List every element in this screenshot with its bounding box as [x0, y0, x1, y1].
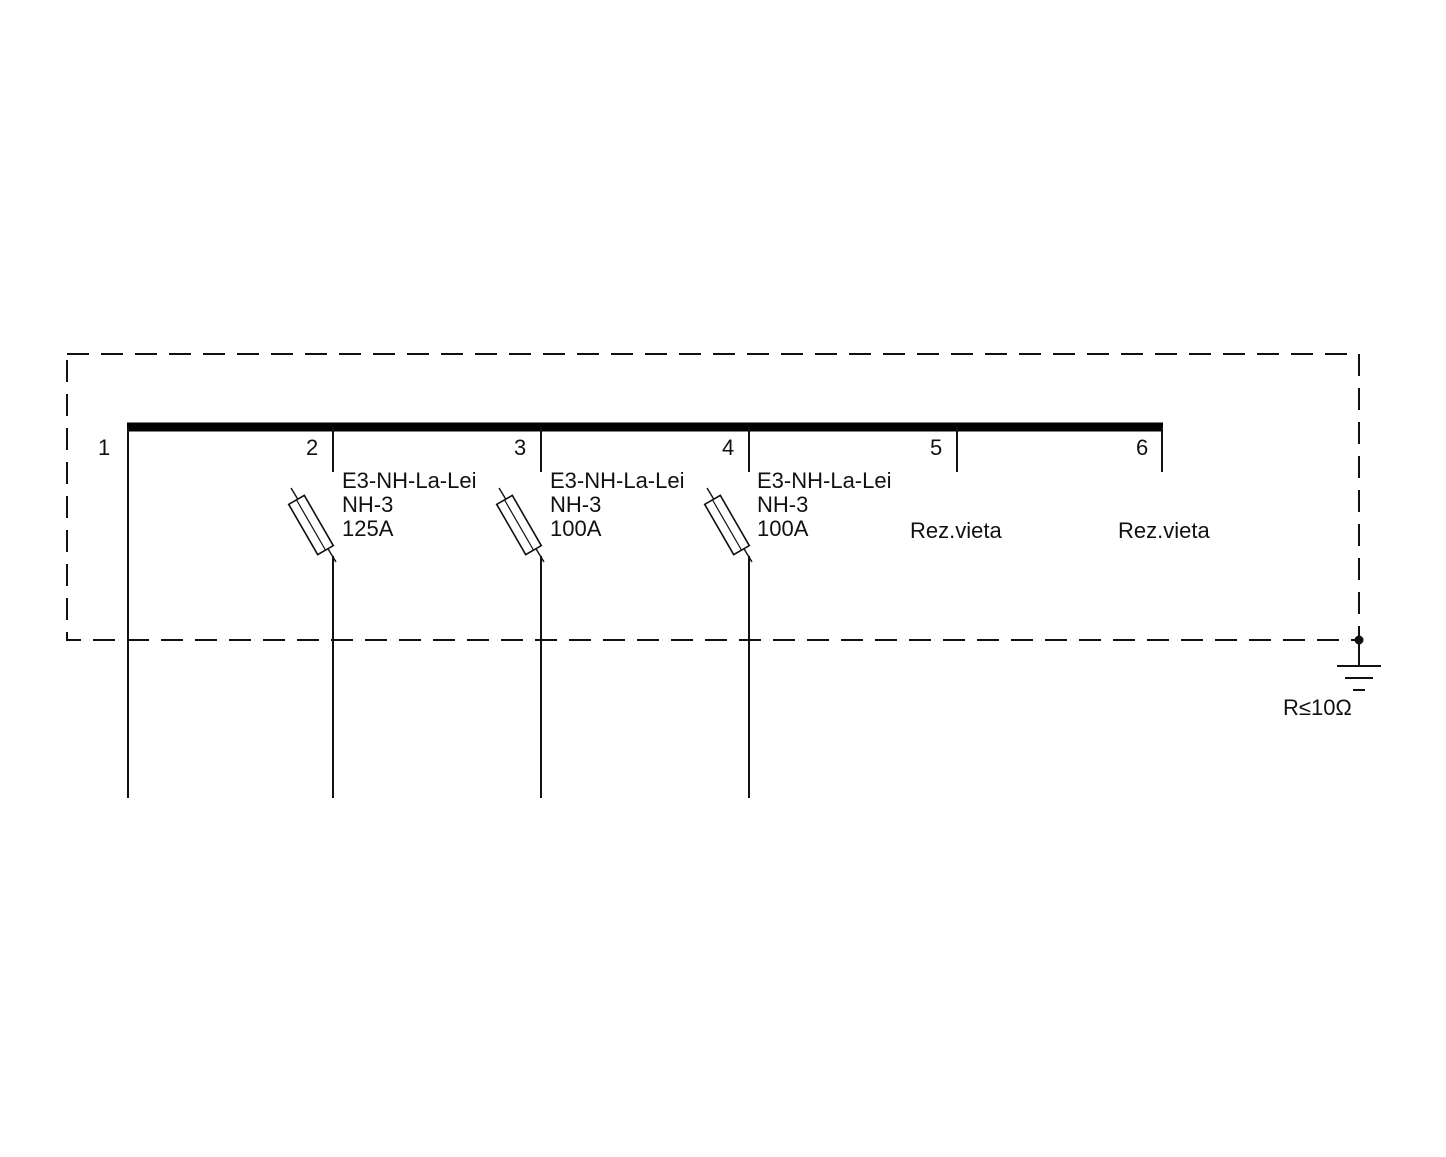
circuit-2-number: 2 — [306, 435, 318, 460]
circuit-4-fuse-rating: 100A — [757, 516, 809, 541]
circuit-2-fuse-size: NH-3 — [342, 492, 393, 517]
circuit-3-fuse-size: NH-3 — [550, 492, 601, 517]
circuit-2-fuse-type: E3-NH-La-Lei — [342, 468, 477, 493]
ground-resistance-label: R≤10Ω — [1283, 695, 1352, 720]
ground-icon — [1337, 635, 1381, 691]
circuit-5-reserve-label: Rez.vieta — [910, 518, 1002, 543]
circuit-3: 3 E3-NH-La-Lei NH-3 100A — [495, 427, 685, 798]
circuit-5: 5 Rez.vieta — [910, 427, 1002, 543]
circuit-1: 1 — [98, 427, 129, 798]
circuit-3-number: 3 — [514, 435, 526, 460]
circuit-4: 4 E3-NH-La-Lei NH-3 100A — [703, 427, 892, 798]
circuit-6: 6 Rez.vieta — [1118, 427, 1210, 543]
circuit-4-number: 4 — [722, 435, 734, 460]
circuit-6-number: 6 — [1136, 435, 1148, 460]
circuit-5-number: 5 — [930, 435, 942, 460]
circuit-6-reserve-label: Rez.vieta — [1118, 518, 1210, 543]
circuit-1-number: 1 — [98, 435, 110, 460]
circuit-3-fuse-type: E3-NH-La-Lei — [550, 468, 685, 493]
circuit-4-fuse-type: E3-NH-La-Lei — [757, 468, 892, 493]
circuit-3-fuse-icon — [495, 487, 545, 563]
circuit-4-fuse-size: NH-3 — [757, 492, 808, 517]
enclosure-frame — [66, 353, 1360, 641]
circuit-2-fuse-icon — [287, 487, 337, 563]
circuit-2-fuse-rating: 125A — [342, 516, 394, 541]
circuit-4-fuse-icon — [703, 487, 753, 563]
circuit-3-fuse-rating: 100A — [550, 516, 602, 541]
circuit-2: 2 E3-NH-La-Lei NH-3 125A — [287, 427, 477, 798]
